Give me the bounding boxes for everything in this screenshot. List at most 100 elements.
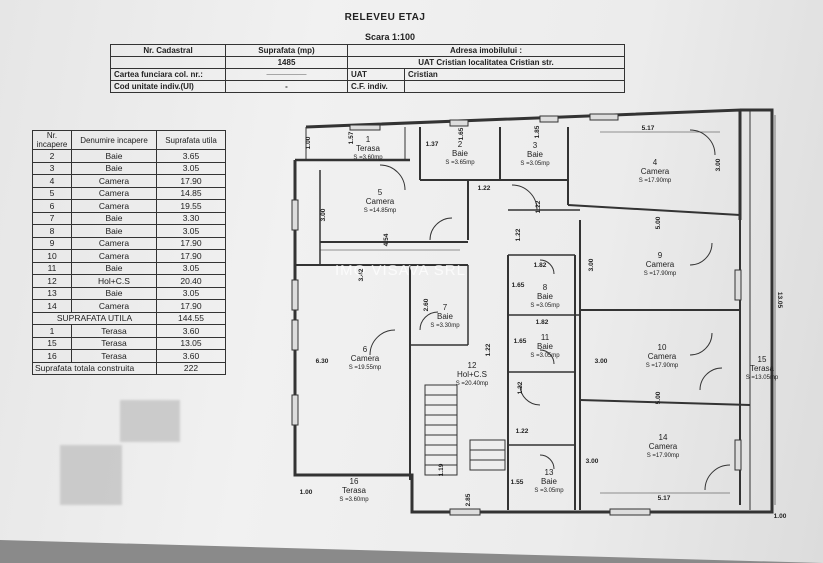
room-num: 1 xyxy=(366,135,371,144)
total-value: 222 xyxy=(156,361,226,375)
room-area: 3.05 xyxy=(156,161,226,175)
room-num: 14 xyxy=(659,433,668,442)
room-title: Terasa xyxy=(356,144,381,153)
dim-1-65b: 1.65 xyxy=(512,282,525,289)
dim-4-54: 4.54 xyxy=(383,233,390,246)
room-num: 9 xyxy=(658,251,663,260)
room-num: 3 xyxy=(533,141,538,150)
room-title: Baie xyxy=(537,292,554,301)
dim-5-00b: 5.00 xyxy=(655,391,662,404)
room-title: Baie xyxy=(452,149,469,158)
dim-1-19: 1.19 xyxy=(438,463,445,476)
room-num: 7 xyxy=(443,303,448,312)
dim-1-00c: 1.00 xyxy=(774,513,787,520)
info-table: Nr. Cadastral Suprafata (mp) Adresa imob… xyxy=(110,44,625,93)
room-num: 15 xyxy=(758,355,767,364)
dim-1-82b: 1.82 xyxy=(536,319,549,326)
dim-3-00b: 3.00 xyxy=(320,208,327,221)
watermark: IMO VISAVA SRL xyxy=(335,262,466,279)
room-num: 13 xyxy=(545,468,554,477)
room-surface: S =17.90mp xyxy=(639,178,672,184)
room-title: Baie xyxy=(541,477,558,486)
room-surface: S =3.65mp xyxy=(445,160,475,166)
dim-1-65c: 1.65 xyxy=(514,338,527,345)
dim-1-00b: 1.00 xyxy=(300,489,313,496)
room-num: 8 xyxy=(543,283,548,292)
room-title: Camera xyxy=(649,442,678,451)
room-title: Baie xyxy=(537,342,554,351)
room-title: Camera xyxy=(366,197,395,206)
room-surface: S =3.60mp xyxy=(339,497,369,503)
room-surface: S =3.05mp xyxy=(520,161,550,167)
dim-3-00e: 3.00 xyxy=(586,458,599,465)
room-area: 17.90 xyxy=(156,249,226,263)
dim-1-37: 1.37 xyxy=(426,141,439,148)
room-surface: S =3.30mp xyxy=(430,323,460,329)
dim-1-55: 1.55 xyxy=(511,479,524,486)
dim-1-85: 1.85 xyxy=(534,125,541,138)
room-surface: S =3.60mp xyxy=(353,155,383,161)
room-title: Terasa xyxy=(750,364,775,373)
room-surface: S =3.05mp xyxy=(530,353,560,359)
room-surface: S =19.55mp xyxy=(349,365,382,371)
dim-1-22d: 1.22 xyxy=(515,228,522,241)
room-surface: S =17.90mp xyxy=(644,271,677,277)
dim-1-65a: 1.65 xyxy=(458,127,465,140)
dim-2-85: 2.85 xyxy=(465,493,472,506)
dim-1-22e: 1.22 xyxy=(535,200,542,213)
unit-label: Cod unitate indiv.(UI) xyxy=(110,80,226,93)
col-number-header: Nr. incapere xyxy=(32,130,72,150)
dim-3-00d: 3.00 xyxy=(595,358,608,365)
dim-6-30: 6.30 xyxy=(316,358,329,365)
room-num: 12 xyxy=(468,361,477,370)
room-num: 10 xyxy=(658,343,667,352)
room-num: 11 xyxy=(541,333,550,342)
room-num: 4 xyxy=(653,158,658,167)
room-surface: S =13.05mp xyxy=(746,375,779,381)
dim-1-22a: 1.22 xyxy=(478,185,491,192)
dim-5-17a: 5.17 xyxy=(642,125,655,132)
dim-13-05: 13.05 xyxy=(776,292,783,309)
unit-value: - xyxy=(225,80,348,93)
blurred-region-1 xyxy=(120,400,180,442)
room-title: Hol+C.S xyxy=(457,370,487,379)
dim-1-22b: 1.22 xyxy=(485,343,492,356)
room-title: Camera xyxy=(641,167,670,176)
room-title: Camera xyxy=(646,260,675,269)
room-surface: S =14.85mp xyxy=(364,208,397,214)
room-title: Camera xyxy=(648,352,677,361)
room-surface: S =20.40mp xyxy=(456,381,489,387)
dim-3-00c: 3.00 xyxy=(588,258,595,271)
rooms-table: Nr. incapere Denumire incapere Suprafata… xyxy=(32,130,226,375)
cf-indiv-value xyxy=(404,80,625,93)
dim-2-60: 2.60 xyxy=(423,298,430,311)
room-num: 16 xyxy=(350,477,359,486)
room-num: 5 xyxy=(378,188,383,197)
room-title: Terasa xyxy=(342,486,367,495)
room-num: 6 xyxy=(363,345,368,354)
dim-1-57: 1.57 xyxy=(348,131,355,144)
room-num: 2 xyxy=(458,140,463,149)
dim-3-00a: 3.00 xyxy=(715,158,722,171)
